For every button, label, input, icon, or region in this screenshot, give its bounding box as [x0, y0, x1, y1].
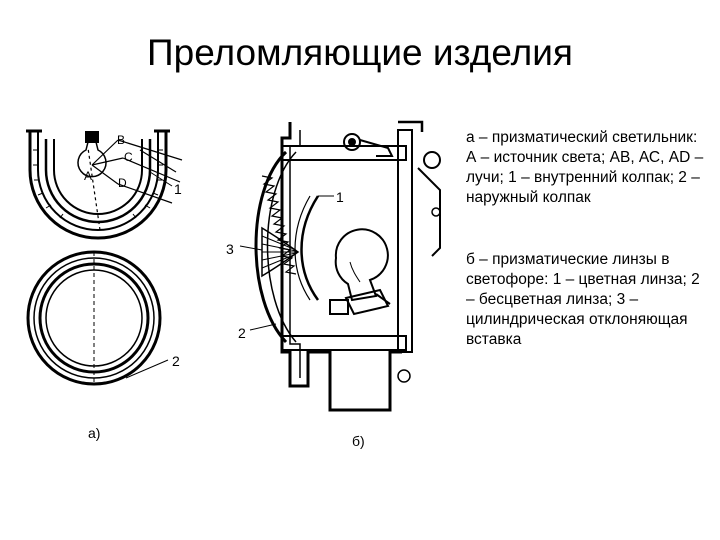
fig-b-label-1: 1 — [336, 189, 344, 205]
description-a: а – призматический светильник: А – источ… — [466, 129, 704, 206]
slide-title: Преломляющие изделия — [147, 32, 573, 73]
fig-a-caption: а) — [88, 425, 100, 441]
description-b: б – призматические линзы в светофоре: 1 … — [466, 251, 700, 348]
fig-a-label-c: C — [124, 150, 133, 164]
fig-b-caption: б) — [352, 433, 365, 449]
fig-a-label-d: D — [118, 176, 127, 190]
fig-b-label-2: 2 — [238, 325, 246, 341]
fig-a-label-1: 1 — [174, 181, 182, 197]
fig-a-label-2: 2 — [172, 353, 180, 369]
lamp-section — [26, 129, 183, 240]
fig-a-label-a: A — [84, 169, 92, 183]
fig-b-label-3: 3 — [226, 241, 234, 257]
traffic-light-section — [239, 120, 441, 412]
lamp-plan-view — [26, 250, 169, 386]
fig-a-label-b: B — [117, 133, 125, 147]
